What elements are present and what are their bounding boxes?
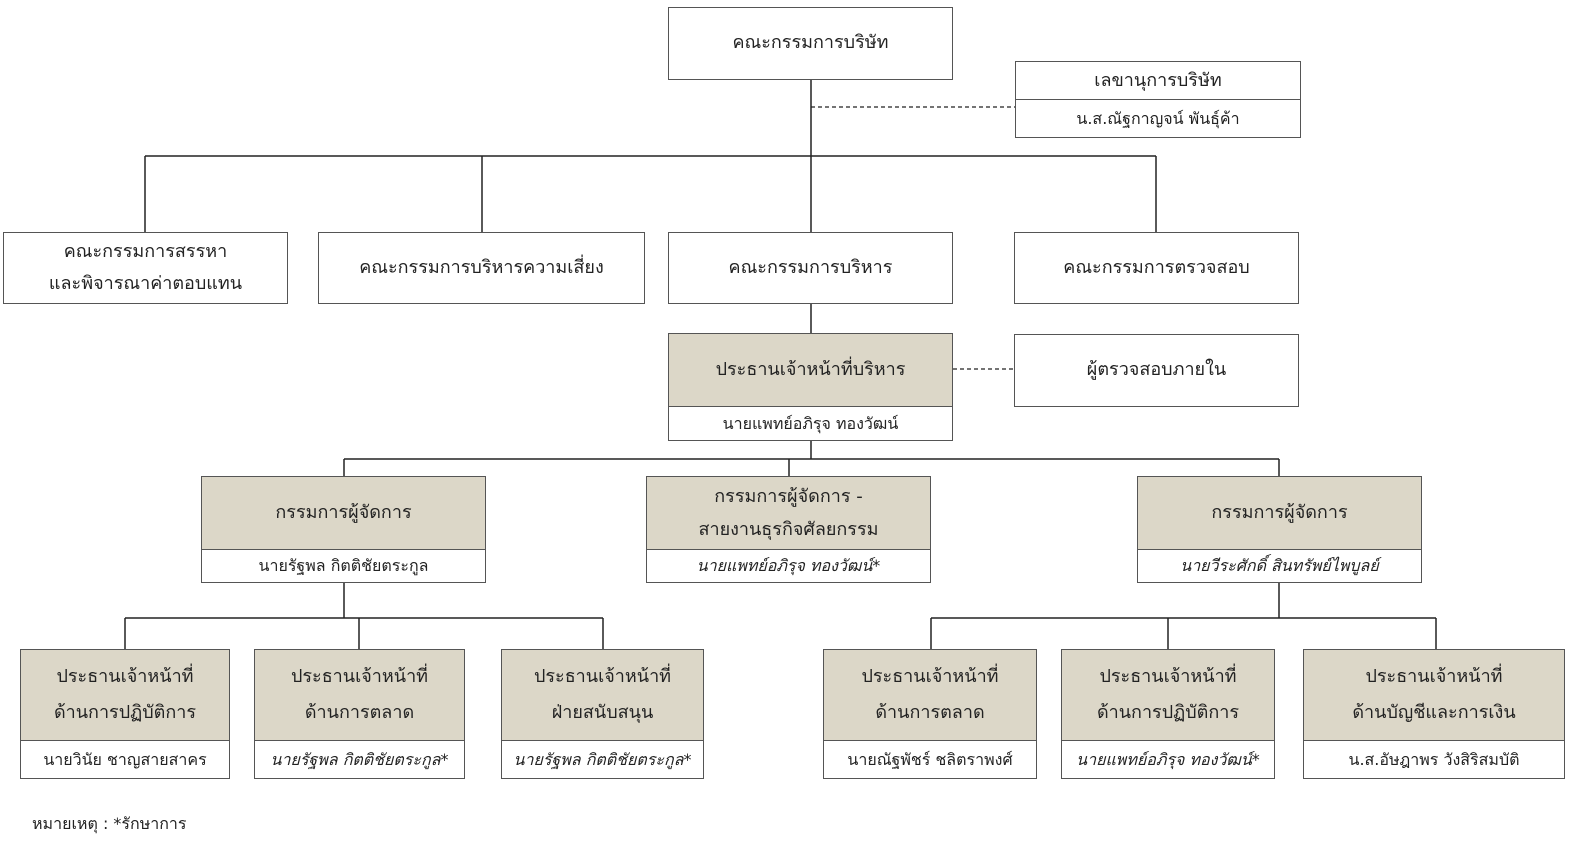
internal-audit-box: ผู้ตรวจสอบภายใน [1014, 334, 1299, 407]
executive-committee-box: คณะกรรมการบริหาร [668, 232, 953, 304]
chief-title-line2: ด้านการตลาด [875, 702, 985, 723]
chief-title-line1: ประธานเจ้าหน้าที่ [1365, 666, 1503, 687]
chief-name: นายรัฐพล กิตติชัยตระกูล* [502, 740, 703, 778]
md-middle-title-line2: สายงานธุรกิจศัลยกรรม [698, 519, 879, 540]
chief-box: ประธานเจ้าหน้าที่ ฝ่ายสนับสนุน นายรัฐพล … [501, 649, 704, 779]
risk-committee-title: คณะกรรมการบริหารความเสี่ยง [359, 256, 604, 278]
nomination-committee-box: คณะกรรมการสรรหา และพิจารณาค่าตอบแทน [3, 232, 288, 304]
chief-title-line1: ประธานเจ้าหน้าที่ [290, 666, 429, 687]
internal-audit-title: ผู้ตรวจสอบภายใน [1086, 359, 1227, 380]
risk-committee-box: คณะกรรมการบริหารความเสี่ยง [318, 232, 645, 304]
chief-name: นายณัฐพัชร์ ชลิตราพงศ์ [824, 740, 1036, 778]
board-title: คณะกรรมการบริษัท [732, 32, 889, 53]
chief-name: นายแพทย์อภิรุจ ทองวัฒน์* [1062, 740, 1274, 778]
ceo-name: นายแพทย์อภิรุจ ทองวัฒน์ [669, 406, 952, 440]
chief-title-line2: ด้านการตลาด [304, 702, 415, 723]
board-of-directors-box: คณะกรรมการบริษัท [668, 7, 953, 80]
chief-box: ประธานเจ้าหน้าที่ ด้านบัญชีและการเงิน น.… [1303, 649, 1565, 779]
chief-name: นายรัฐพล กิตติชัยตระกูล* [255, 740, 464, 778]
md-left-title: กรรมการผู้จัดการ [202, 477, 485, 549]
chief-title-line2: ด้านการปฏิบัติการ [53, 702, 197, 723]
chief-title-line1: ประธานเจ้าหน้าที่ [861, 666, 999, 687]
chief-title-line1: ประธานเจ้าหน้าที่ [1099, 666, 1237, 687]
chief-title-line1: ประธานเจ้าหน้าที่ [56, 666, 194, 687]
managing-director-surgery-box: กรรมการผู้จัดการ - สายงานธุรกิจศัลยกรรม … [646, 476, 931, 583]
md-right-title: กรรมการผู้จัดการ [1138, 477, 1421, 549]
audit-committee-box: คณะกรรมการตรวจสอบ [1014, 232, 1299, 304]
managing-director-right-box: กรรมการผู้จัดการ นายวีระศักดิ์ สินทรัพย์… [1137, 476, 1422, 583]
managing-director-left-box: กรรมการผู้จัดการ นายรัฐพล กิตติชัยตระกูล [201, 476, 486, 583]
chief-title-line1: ประธานเจ้าหน้าที่ [533, 666, 672, 687]
footnote: หมายเหตุ : *รักษาการ [32, 814, 187, 833]
ceo-box: ประธานเจ้าหน้าที่บริหาร นายแพทย์อภิรุจ ท… [668, 333, 953, 441]
chief-box: ประธานเจ้าหน้าที่ ด้านการตลาด นายณัฐพัชร… [823, 649, 1037, 779]
md-left-name: นายรัฐพล กิตติชัยตระกูล [202, 549, 485, 582]
secretary-name: น.ส.ณัฐกาญจน์ พันธุ์ค้า [1016, 99, 1300, 137]
chief-box: ประธานเจ้าหน้าที่ ด้านการปฏิบัติการ นายแ… [1061, 649, 1275, 779]
chief-title-line2: ด้านบัญชีและการเงิน [1352, 702, 1516, 723]
chief-box: ประธานเจ้าหน้าที่ ด้านการปฏิบัติการ นายว… [20, 649, 230, 779]
md-right-name: นายวีระศักดิ์ สินทรัพย์ไพบูลย์ [1138, 549, 1421, 582]
executive-committee-title: คณะกรรมการบริหาร [728, 256, 893, 278]
nomination-title-line2: และพิจารณาค่าตอบแทน [48, 272, 243, 294]
chief-name: น.ส.อัษฎาพร วังสิริสมบัติ [1304, 740, 1564, 778]
secretary-title: เลขานุการบริษัท [1094, 69, 1222, 91]
nomination-title-line1: คณะกรรมการสรรหา [63, 240, 228, 262]
company-secretary-box: เลขานุการบริษัท น.ส.ณัฐกาญจน์ พันธุ์ค้า [1015, 61, 1301, 138]
audit-committee-title: คณะกรรมการตรวจสอบ [1063, 256, 1250, 278]
md-middle-title-line1: กรรมการผู้จัดการ - [714, 486, 863, 507]
chief-name: นายวินัย ชาญสายสาคร [21, 740, 229, 778]
chief-title-line2: ด้านการปฏิบัติการ [1096, 702, 1240, 723]
md-middle-name: นายแพทย์อภิรุจ ทองวัฒน์* [647, 549, 930, 582]
chief-title-line2: ฝ่ายสนับสนุน [551, 702, 654, 723]
ceo-title: ประธานเจ้าหน้าที่บริหาร [669, 334, 952, 406]
chief-box: ประธานเจ้าหน้าที่ ด้านการตลาด นายรัฐพล ก… [254, 649, 465, 779]
